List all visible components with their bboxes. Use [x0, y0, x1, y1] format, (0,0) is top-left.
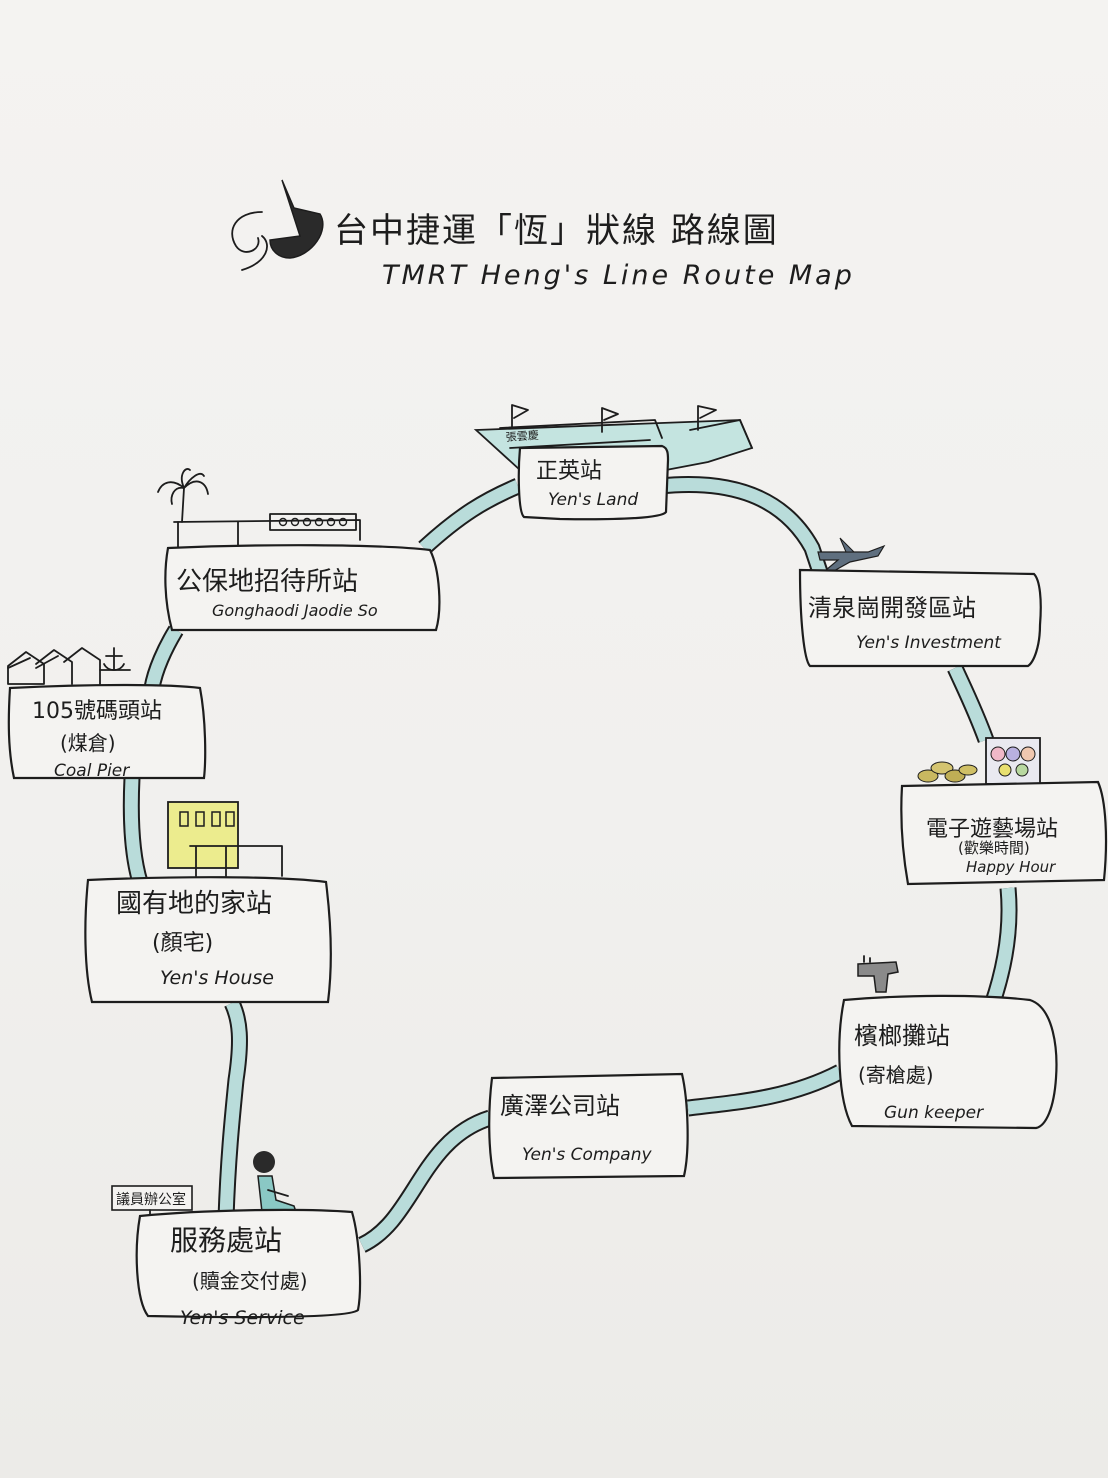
station-binlangtan[interactable]: 檳榔攤站 (寄槍處) Gun keeper — [838, 955, 1058, 1130]
title-zh: 台中捷運「恆」狀線 路線圖 — [334, 211, 779, 251]
station-label-en: Yen's House — [160, 967, 274, 989]
station-label-zh: 檳榔攤站 — [854, 1022, 950, 1050]
station-zhengying[interactable]: 張雲慶 正英站 Yen's Land — [473, 404, 754, 521]
station-label-sub: (歡樂時間) — [958, 839, 1030, 857]
station-label-sub: (贖金交付處) — [192, 1269, 308, 1293]
station-label-en: Happy Hour — [966, 858, 1056, 876]
station-label-zh: 電子遊藝場站 — [926, 817, 1058, 842]
person-icon — [253, 1151, 298, 1213]
title-en: TMRT Heng's Line Route Map — [382, 260, 855, 291]
station-label-sub: (顏宅) — [152, 931, 213, 956]
sign-icon: 議員辦公室 — [111, 1185, 193, 1223]
station-label-zh: 清泉崗開發區站 — [808, 594, 976, 622]
station-label-zh: 公保地招待所站 — [176, 567, 358, 597]
station-label-zh: 服務處站 — [170, 1224, 282, 1257]
palm-tree-icon — [157, 468, 361, 549]
station-label-zh: 廣澤公司站 — [500, 1092, 620, 1120]
airplane-icon — [817, 537, 886, 573]
station-pier105[interactable]: 105號碼頭站 (煤倉) Coal Pier — [7, 647, 207, 781]
slot-machine-icon — [917, 737, 1041, 785]
station-label-en: Yen's Land — [548, 490, 638, 510]
station-fuwuchu[interactable]: 議員辦公室 服務處站 (贖金交付處) Yen's Service — [111, 1151, 362, 1329]
svg-text:張雲慶: 張雲慶 — [505, 428, 539, 444]
station-gongbaodi[interactable]: 公保地招待所站 Gonghaodi Jaodie So — [157, 468, 441, 632]
station-label-en: Yen's Investment — [856, 633, 1002, 653]
station-label-zh: 正英站 — [536, 459, 602, 484]
station-guangze[interactable]: 廣澤公司站 Yen's Company — [488, 1072, 689, 1180]
station-happyhour[interactable]: 電子遊藝場站 (歡樂時間) Happy Hour — [900, 737, 1108, 886]
station-label-sub: (寄槍處) — [858, 1063, 934, 1087]
logo-icon — [231, 179, 324, 271]
pistol-icon — [857, 955, 899, 993]
station-label-en: Coal Pier — [54, 761, 130, 781]
station-label-en: Gonghaodi Jaodie So — [212, 601, 378, 620]
station-guoyoudi[interactable]: 國有地的家站 (顏宅) Yen's House — [84, 801, 332, 1004]
station-label-zh: 105號碼頭站 — [32, 699, 162, 724]
svg-text:議員辦公室: 議員辦公室 — [116, 1191, 186, 1208]
station-qingquangang[interactable]: 清泉崗開發區站 Yen's Investment — [798, 537, 1042, 668]
station-label-en: Gun keeper — [884, 1103, 984, 1123]
station-label-sub: (煤倉) — [60, 731, 116, 755]
station-label-zh: 國有地的家站 — [116, 889, 272, 919]
route-line — [122, 476, 1018, 1253]
warehouse-icon — [7, 647, 131, 685]
station-label-en: Yen's Company — [522, 1145, 652, 1165]
house-icon — [167, 801, 283, 877]
station-label-en: Yen's Service — [180, 1307, 305, 1329]
